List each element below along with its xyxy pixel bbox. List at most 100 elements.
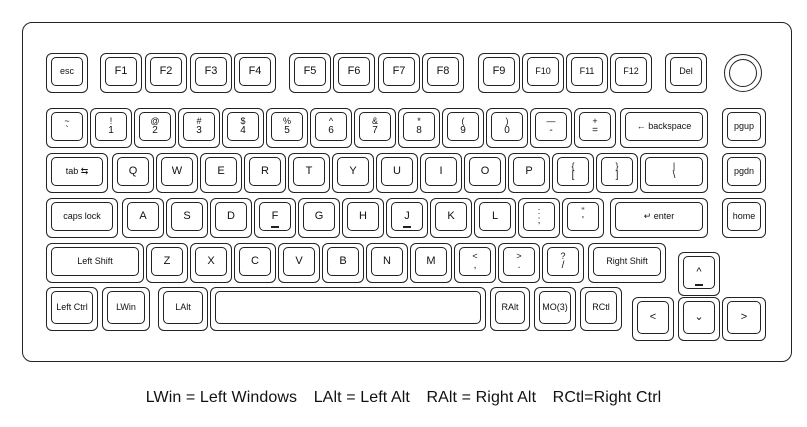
- key-caps-sym11-11[interactable]: "': [562, 198, 604, 238]
- key-num-7-7[interactable]: &7: [354, 108, 396, 148]
- key-num-9-9[interactable]: (9: [442, 108, 484, 148]
- legend-label: U: [393, 164, 401, 177]
- legend-base: 1: [108, 124, 114, 136]
- keycap-legend: F9: [483, 57, 515, 86]
- key-tab-sym11-11[interactable]: {[: [552, 153, 594, 193]
- key-caps-k-8[interactable]: K: [430, 198, 472, 238]
- key-fn-f1-1[interactable]: F1: [100, 53, 142, 93]
- key-tab-r-4[interactable]: R: [244, 153, 286, 193]
- key-bottom-sym8-8[interactable]: ⌄: [678, 297, 720, 341]
- key-fn-f9-9[interactable]: F9: [478, 53, 520, 93]
- key-num-2-2[interactable]: @2: [134, 108, 176, 148]
- legend-label: M: [426, 254, 436, 267]
- key-caps-sym10-10[interactable]: :;: [518, 198, 560, 238]
- key-tab-p-10[interactable]: P: [508, 153, 550, 193]
- key-bottom-lalt-2[interactable]: LAlt: [158, 287, 208, 331]
- key-shift-sym8-8[interactable]: <,: [454, 243, 496, 283]
- key-shift-left-shift-0[interactable]: Left Shift: [46, 243, 144, 283]
- key-fn-f4-4[interactable]: F4: [234, 53, 276, 93]
- key-bottom-sym7-7[interactable]: <: [632, 297, 674, 341]
- key-caps-l-9[interactable]: L: [474, 198, 516, 238]
- key-shift-z-1[interactable]: Z: [146, 243, 188, 283]
- legend-label: D: [227, 209, 235, 222]
- keycap-legend: F10: [527, 57, 559, 86]
- key-fn-f6-6[interactable]: F6: [333, 53, 375, 93]
- key-tab-o-9[interactable]: O: [464, 153, 506, 193]
- key-caps-a-1[interactable]: A: [122, 198, 164, 238]
- key-shift-v-4[interactable]: V: [278, 243, 320, 283]
- key-tab-w-2[interactable]: W: [156, 153, 198, 193]
- keycap-legend: C: [239, 247, 271, 276]
- key-bottom-rctl-6[interactable]: RCtl: [580, 287, 622, 331]
- key-tab-sym13-13[interactable]: |\: [640, 153, 708, 193]
- keycap-legend: Q: [117, 157, 149, 186]
- key-num-backspace-13[interactable]: ← backspace: [620, 108, 708, 148]
- key-caps-enter-12[interactable]: ↵ enter: [610, 198, 708, 238]
- key-num-5-5[interactable]: %5: [266, 108, 308, 148]
- keycap-legend: home: [727, 202, 761, 231]
- key-tab-pgdn-14[interactable]: pgdn: [722, 153, 766, 193]
- key-fn-f8-8[interactable]: F8: [422, 53, 464, 93]
- key-tab-q-1[interactable]: Q: [112, 153, 154, 193]
- legend-label: MO(3): [542, 301, 568, 312]
- legend-base: ,: [473, 259, 477, 271]
- key-shift-sym12-12[interactable]: ^: [678, 252, 720, 296]
- key-tab-y-6[interactable]: Y: [332, 153, 374, 193]
- key-fn-esc-0[interactable]: esc: [46, 53, 88, 93]
- key-num-1-1[interactable]: !1: [90, 108, 132, 148]
- key-num-3-3[interactable]: #3: [178, 108, 220, 148]
- key-num-0-10[interactable]: )0: [486, 108, 528, 148]
- key-tab-t-5[interactable]: T: [288, 153, 330, 193]
- key-fn-f12-12[interactable]: F12: [610, 53, 652, 93]
- keycap-legend: >.: [503, 247, 535, 276]
- key-num-4-4[interactable]: $4: [222, 108, 264, 148]
- key-fn-f10-10[interactable]: F10: [522, 53, 564, 93]
- key-bottom-sym9-9[interactable]: >: [722, 297, 766, 341]
- key-caps-d-3[interactable]: D: [210, 198, 252, 238]
- key-num-6-6[interactable]: ^6: [310, 108, 352, 148]
- key-shift-n-6[interactable]: N: [366, 243, 408, 283]
- key-fn-f7-7[interactable]: F7: [378, 53, 420, 93]
- key-num-8-8[interactable]: *8: [398, 108, 440, 148]
- key-fn-del-13[interactable]: Del: [665, 53, 707, 93]
- key-shift-c-3[interactable]: C: [234, 243, 276, 283]
- key-tab-u-7[interactable]: U: [376, 153, 418, 193]
- key-fn-f5-5[interactable]: F5: [289, 53, 331, 93]
- rotary-knob[interactable]: [724, 54, 762, 92]
- key-bottom-left-ctrl-0[interactable]: Left Ctrl: [46, 287, 98, 331]
- key-shift-sym10-10[interactable]: ?/: [542, 243, 584, 283]
- keycap-legend: J: [391, 202, 423, 231]
- key-tab-e-3[interactable]: E: [200, 153, 242, 193]
- key-caps-g-5[interactable]: G: [298, 198, 340, 238]
- key-tab-sym12-12[interactable]: }]: [596, 153, 638, 193]
- key-caps-f-4[interactable]: F: [254, 198, 296, 238]
- keycap-legend: }]: [601, 157, 633, 186]
- key-num-sym0-0[interactable]: ~`: [46, 108, 88, 148]
- key-caps-s-2[interactable]: S: [166, 198, 208, 238]
- keycap-legend: <: [637, 301, 669, 334]
- key-bottom-mo-3-5[interactable]: MO(3): [534, 287, 576, 331]
- key-fn-f3-3[interactable]: F3: [190, 53, 232, 93]
- key-num-pgup-14[interactable]: pgup: [722, 108, 766, 148]
- key-shift-sym9-9[interactable]: >.: [498, 243, 540, 283]
- key-caps-caps-lock-0[interactable]: caps lock: [46, 198, 118, 238]
- key-caps-j-7[interactable]: J: [386, 198, 428, 238]
- key-shift-x-2[interactable]: X: [190, 243, 232, 283]
- keycap-legend: S: [171, 202, 203, 231]
- legend-label: V: [295, 254, 303, 267]
- legend-label: RCtl: [592, 301, 610, 312]
- key-bottom-blank-3[interactable]: [210, 287, 486, 331]
- key-shift-b-5[interactable]: B: [322, 243, 364, 283]
- key-shift-m-7[interactable]: M: [410, 243, 452, 283]
- key-caps-h-6[interactable]: H: [342, 198, 384, 238]
- key-num-sym12-12[interactable]: +=: [574, 108, 616, 148]
- key-bottom-lwin-1[interactable]: LWin: [102, 287, 150, 331]
- key-num-sym11-11[interactable]: —-: [530, 108, 572, 148]
- key-shift-right-shift-11[interactable]: Right Shift: [588, 243, 666, 283]
- key-fn-f11-11[interactable]: F11: [566, 53, 608, 93]
- key-bottom-ralt-4[interactable]: RAlt: [490, 287, 530, 331]
- key-caps-home-13[interactable]: home: [722, 198, 766, 238]
- key-fn-f2-2[interactable]: F2: [145, 53, 187, 93]
- key-tab-tab-0[interactable]: tab ⇆: [46, 153, 108, 193]
- key-tab-i-8[interactable]: I: [420, 153, 462, 193]
